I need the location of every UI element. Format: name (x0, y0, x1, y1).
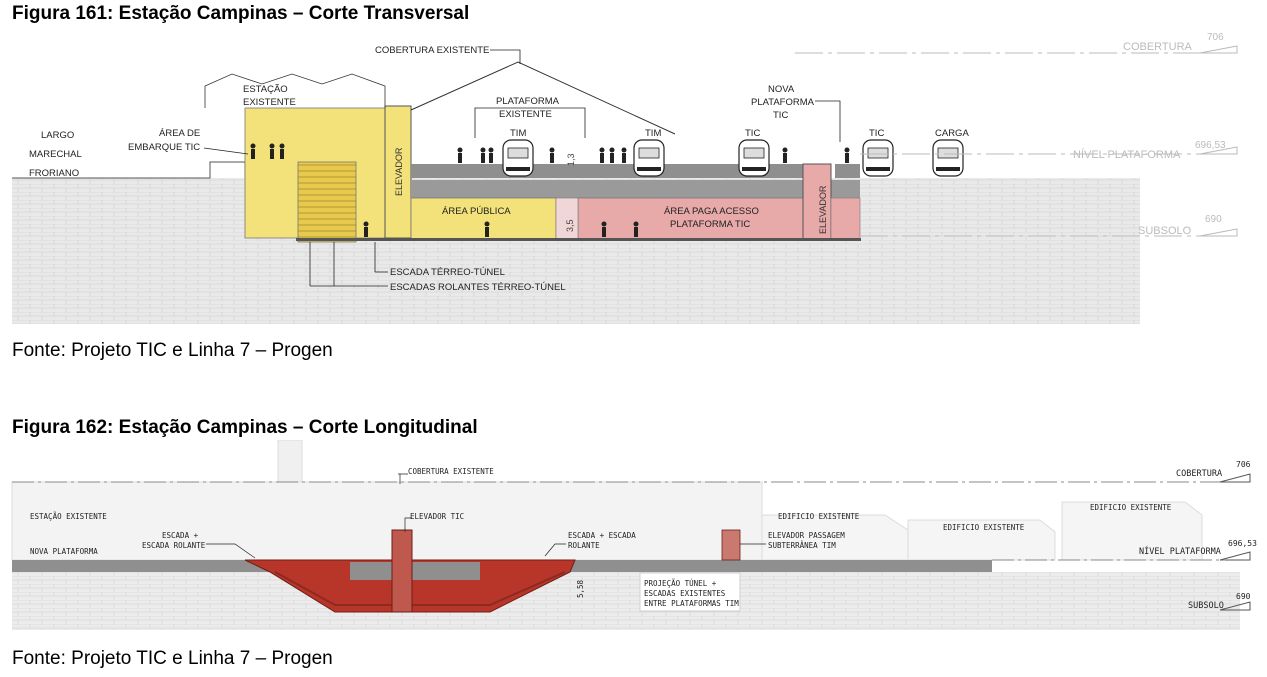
train-tic-2 (862, 139, 894, 177)
nova-plataforma-label: NOVA PLATAFORMA (30, 547, 98, 556)
level-subsolo-label-long: SUBSOLO (1188, 601, 1224, 611)
concourse-slab (411, 180, 860, 198)
level-cobertura-value: 706 (1207, 32, 1224, 43)
elevador-passagem-label-2: SUBTERRÂNEA TIM (768, 541, 836, 550)
escadas-rolantes-label: ESCADAS ROLANTES TÉRREO-TÚNEL (390, 282, 566, 293)
level-cobertura-label-long: COBERTURA (1176, 469, 1222, 479)
basement-floor (296, 238, 861, 241)
level-cobertura-value-long: 706 (1236, 460, 1251, 469)
cobertura-existente-label-long: COBERTURA EXISTENTE (408, 467, 494, 476)
level-subsolo-value-long: 690 (1236, 592, 1251, 601)
figure-161-title: Figura 161: Estação Campinas – Corte Tra… (12, 3, 470, 24)
level-plataforma-value-long: 696,53 (1228, 539, 1257, 548)
nova-plataforma-label-2: PLATAFORMA (751, 97, 815, 108)
projection-box (639, 572, 741, 612)
nova-plataforma-label-3: TIC (773, 110, 788, 121)
largo-label-1: LARGO (41, 130, 74, 141)
estacao-label-2: EXISTENTE (243, 97, 296, 108)
train-tim-1 (502, 139, 534, 177)
estacao-label-1: ESTAÇÃO (243, 84, 288, 95)
level-marker-plataforma (1199, 146, 1238, 155)
escada-escada-label-1: ESCADA + ESCADA (568, 531, 636, 540)
bg-tower (277, 440, 303, 483)
area-paga-label-1: ÁREA PAGA ACESSO (664, 206, 759, 217)
platform-slab-right (835, 164, 860, 178)
elevator-tic (391, 529, 413, 613)
level-cobertura-label: COBERTURA (1123, 41, 1193, 53)
area-paga (577, 197, 804, 241)
train-tic-1 (738, 139, 770, 177)
elevador-tic-label: ELEVADOR TIC (410, 512, 464, 521)
train-carga (932, 139, 964, 177)
level-plataforma-value: 696,53 (1195, 140, 1226, 151)
plataforma-existente-label-1: PLATAFORMA (496, 96, 560, 107)
projecao-label-3: ENTRE PLATAFORMAS TIM (644, 599, 739, 608)
level-subsolo-label: SUBSOLO (1138, 225, 1192, 237)
area-dim-strip (555, 197, 579, 241)
figure-162-source: Fonte: Projeto TIC e Linha 7 – Progen (12, 648, 333, 669)
figure-161-source: Fonte: Projeto TIC e Linha 7 – Progen (12, 340, 333, 361)
largo-label-3: FRORIANO (29, 168, 79, 179)
elevator-right-tail (830, 197, 861, 241)
escada-terreo-tunel-label: ESCADA TÉRREO-TÚNEL (390, 267, 505, 278)
bg-station-building (11, 481, 763, 561)
projecao-label-1: PROJEÇÃO TÚNEL + (644, 579, 717, 588)
area-publica-label: ÁREA PÚBLICA (442, 206, 511, 217)
elevador-passagem-label-1: ELEVADOR PASSAGEM (768, 531, 845, 540)
projecao-label-2: ESCADAS EXISTENTES (644, 589, 726, 598)
area-embarque-label-2: EMBARQUE TIC (128, 142, 200, 153)
longitudinal-section-diagram: COBERTURA EXISTENTE ESTAÇÃO EXISTENTE NO… (11, 440, 1257, 630)
escada-rolante-label-2: ESCADA ROLANTE (142, 541, 206, 550)
area-paga-label-2: PLATAFORMA TIC (670, 219, 750, 230)
tim-label-2: TIM (645, 128, 661, 139)
area-publica (410, 197, 557, 241)
figure-162-title: Figura 162: Estação Campinas – Corte Lon… (12, 417, 478, 438)
nova-plataforma-label-1: NOVA (768, 84, 795, 95)
stairs-block (297, 161, 357, 243)
people-figures (250, 143, 850, 237)
level-marker-cobertura (1199, 45, 1238, 54)
cross-section-diagram: ELEVADOR ELEVADOR (12, 32, 1238, 324)
elevator-right-label: ELEVADOR (818, 185, 828, 234)
train-tim-2 (633, 139, 665, 177)
plataforma-existente-label-2: EXISTENTE (499, 109, 552, 120)
elevator-passagem-tim (721, 529, 741, 561)
station-roof (204, 73, 386, 108)
edificio-existente-label-c: EDIFICIO EXISTENTE (1090, 503, 1172, 512)
estacao-existente-label: ESTAÇÃO EXISTENTE (30, 512, 107, 521)
dim-35-label: 3,5 (565, 219, 575, 232)
dim-13-label: 1,3 (566, 153, 576, 166)
tic-label-1: TIC (745, 128, 760, 139)
cobertura-existente-label: COBERTURA EXISTENTE (375, 45, 489, 56)
edificio-existente-label-b: EDIFICIO EXISTENTE (943, 523, 1025, 532)
level-plataforma-label: NÍVEL PLATAFORMA (1073, 148, 1181, 161)
level-subsolo-value: 690 (1205, 214, 1222, 225)
tim-label-1: TIM (510, 128, 526, 139)
largo-label-2: MARECHAL (29, 149, 82, 160)
level-plataforma-label-long: NÍVEL PLATAFORMA (1139, 545, 1221, 557)
escada-rolante-label-1: ESCADA + (162, 531, 199, 540)
existing-roof (410, 61, 676, 135)
tunnel-slab (350, 562, 480, 580)
ground-mass-long (12, 572, 1240, 630)
edificio-existente-label-a: EDIFICIO EXISTENTE (778, 512, 860, 521)
tic-label-2: TIC (869, 128, 884, 139)
level-marker-subsolo (1199, 228, 1238, 237)
escada-escada-label-2: ROLANTE (568, 541, 600, 550)
carga-label: CARGA (935, 128, 969, 139)
area-embarque-label-1: ÁREA DE (159, 128, 200, 139)
dim-58-label: 5,58 (576, 579, 585, 598)
elevator-left-label: ELEVADOR (394, 147, 404, 196)
